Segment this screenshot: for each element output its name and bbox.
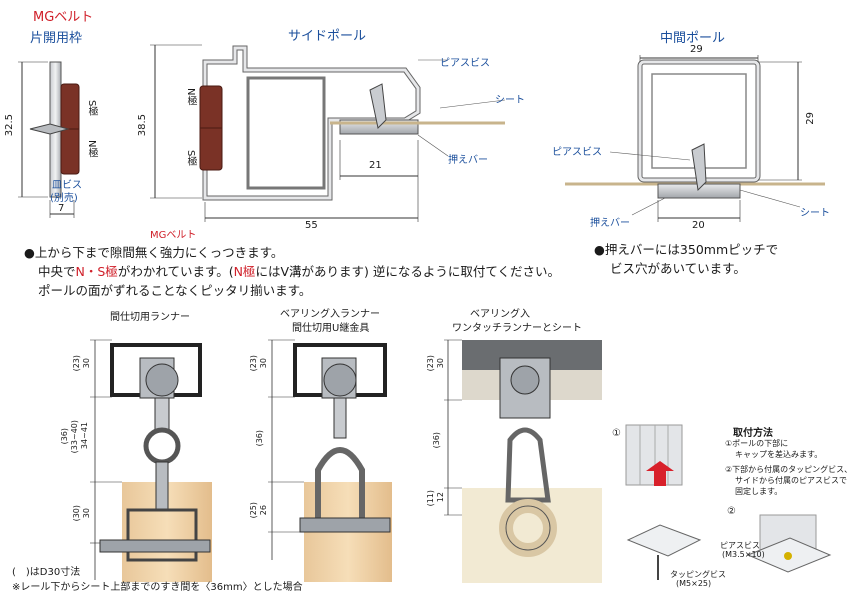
right-note-line-2: ビス穴があいています。 xyxy=(610,261,746,276)
install-diagram xyxy=(625,424,832,580)
r1-dim-36: (36) xyxy=(60,428,69,445)
r3-dim-12: 12 xyxy=(436,492,445,503)
runner2-title-2: 間仕切用U継金具 xyxy=(292,323,370,334)
dim-55: 55 xyxy=(305,220,318,231)
side-pole-diagram xyxy=(150,44,506,222)
r1-dim-23: (23) xyxy=(72,355,81,372)
r3-dim-36: (36) xyxy=(432,432,441,449)
runner1-title: 間仕切用ランナー xyxy=(110,312,190,323)
r1-dim-34-41: 34~41 xyxy=(80,422,89,450)
r1-dim-30c: 30 xyxy=(82,508,91,519)
countersunk-screw-label: 皿ビス xyxy=(52,180,82,191)
r1-dim-33-40: (33~40) xyxy=(70,420,79,454)
press-bar-label-1: 押えバー xyxy=(448,155,488,166)
r3-dim-30: 30 xyxy=(436,358,445,369)
note-line-2: 中央でN・S極がわかれています。(N極にはV溝があります) 逆になるように取付て… xyxy=(38,264,560,279)
pierce-screw-install-label: ピアスビス xyxy=(720,541,760,550)
pierce-screw-install-size: (M3.5×10) xyxy=(722,550,765,559)
right-note-line-1: ●押えバーには350mmピッチで xyxy=(594,242,779,257)
sheet-label-2: シート xyxy=(800,208,830,219)
r2-dim-23: (23) xyxy=(249,355,258,372)
dim-29-height: 29 xyxy=(805,112,816,125)
runner3-title-1: ベアリング入 xyxy=(470,309,530,320)
r2-dim-30: 30 xyxy=(259,358,268,369)
runner3-title-2: ワンタッチランナーとシート xyxy=(452,323,582,334)
r2-dim-26: 26 xyxy=(259,505,268,516)
dim-32-5: 32.5 xyxy=(4,114,15,137)
install-step1-b: キャップを差込みます。 xyxy=(735,450,823,459)
dim-21: 21 xyxy=(369,160,382,171)
install-step2-a: ②下部から付属のタッピングビス、 xyxy=(725,465,852,474)
mg-belt-title: MGベルト xyxy=(33,10,94,25)
install-step2-b: サイドから付属のピアスビスで xyxy=(735,476,847,485)
n-pole-label-side: N極 xyxy=(185,88,196,106)
dim-38-5: 38.5 xyxy=(137,114,148,137)
r1-dim-30: 30 xyxy=(82,358,91,369)
install-step1-a: ①ポールの下部に xyxy=(725,439,789,448)
n-pole-label: N極 xyxy=(86,140,97,158)
s-pole-label-side: S極 xyxy=(185,150,196,167)
dim-7: 7 xyxy=(58,203,65,214)
tapping-screw-label: タッピングビス xyxy=(670,570,726,579)
r3-dim-11: (11) xyxy=(426,490,435,507)
install-step2-number: ② xyxy=(727,506,736,517)
runner2-diagram xyxy=(268,339,392,582)
r2-dim-36: (36) xyxy=(255,430,264,447)
install-step1-number: ① xyxy=(612,428,621,439)
dim-20: 20 xyxy=(692,220,705,231)
sheet-label-1: シート xyxy=(495,95,525,106)
note-line-3: ポールの面がずれることなくピッタリ揃います。 xyxy=(38,283,312,298)
runner1-diagram xyxy=(90,339,212,582)
sold-separately-label: (別売) xyxy=(50,193,78,204)
pierce-screw-label-1: ピアスビス xyxy=(440,58,490,69)
press-bar-label-2: 押えバー xyxy=(590,218,630,229)
note-line-1: ●上から下まで隙間無く強力にくっつきます。 xyxy=(24,245,284,260)
mg-belt-label: MGベルト xyxy=(150,230,197,241)
pierce-screw-label-2: ピアスビス xyxy=(552,147,602,158)
side-pole-title: サイドポール xyxy=(288,29,367,44)
footnote-1: ( )はD30寸法 xyxy=(12,567,81,578)
runner2-title-1: ベアリング入ランナー xyxy=(280,309,380,320)
runner3-diagram xyxy=(444,339,602,583)
single-frame-diagram xyxy=(18,61,80,218)
install-title: 取付方法 xyxy=(733,428,773,439)
footnote-2: ※レール下からシート上部までのすき間を〈36mm〉とした場合 xyxy=(12,582,303,593)
single-frame-title: 片開用枠 xyxy=(30,31,83,46)
r3-dim-23: (23) xyxy=(426,355,435,372)
tapping-screw-size: (M5×25) xyxy=(676,579,712,588)
r1-dim-30b: (30) xyxy=(72,505,81,522)
r2-dim-25: (25) xyxy=(249,502,258,519)
middle-pole-title: 中間ポール xyxy=(660,31,726,46)
s-pole-label: S極 xyxy=(86,100,97,117)
middle-pole-diagram xyxy=(565,55,825,222)
dim-29-width: 29 xyxy=(690,44,703,55)
install-step2-c: 固定します。 xyxy=(735,487,783,496)
